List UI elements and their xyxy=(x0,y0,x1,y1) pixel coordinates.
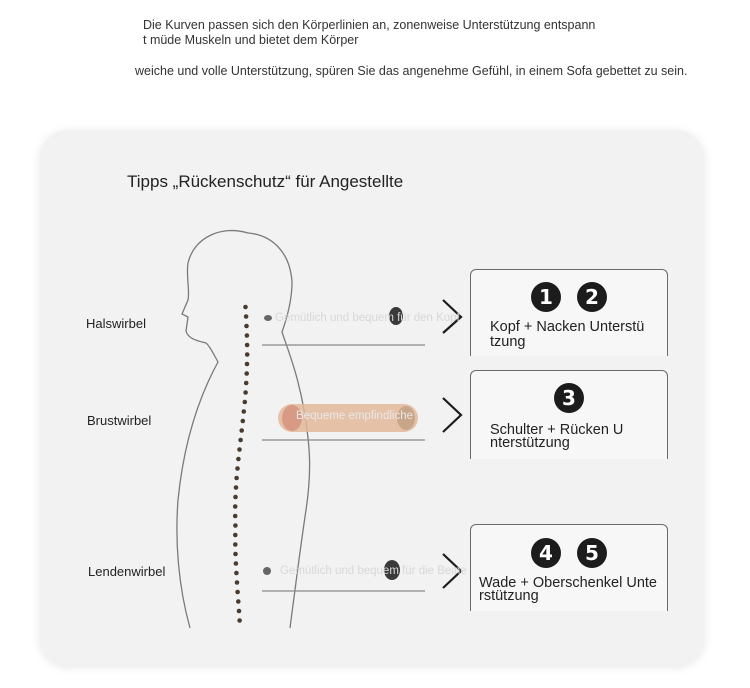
box-text-line2: nterstützung xyxy=(490,435,570,451)
leg-pillow-label: Gemütlich und bequem für die Beine xyxy=(280,565,467,577)
spine-dot xyxy=(235,589,240,595)
spine-dot xyxy=(243,314,249,319)
spine-dot xyxy=(233,551,238,557)
spine-dot xyxy=(239,428,244,433)
spine-dot xyxy=(244,352,250,357)
spine-dot xyxy=(244,323,249,329)
spine-dot xyxy=(244,371,249,376)
chest-pillow-cap-icon xyxy=(282,405,302,431)
leg-pillow-icon xyxy=(384,560,400,580)
spine-dot xyxy=(233,532,238,538)
spine-dot xyxy=(233,485,239,490)
spine-dot xyxy=(234,580,240,585)
spine-dot xyxy=(234,570,239,576)
info-box-chest: 3 Schulter + Rücken U nterstützung xyxy=(470,370,668,459)
number-badge: 1 xyxy=(531,282,561,312)
neck-pillow-icon xyxy=(264,315,272,321)
zone-label-neck: Halswirbel xyxy=(86,316,146,331)
number-badge: 5 xyxy=(577,538,607,568)
spine-dot xyxy=(233,494,238,500)
chest-pillow-icon xyxy=(278,404,418,432)
box-text-line1: Kopf + Nacken Unterstü xyxy=(490,319,645,335)
number-badge: 4 xyxy=(531,538,561,568)
spine-dot xyxy=(241,409,247,414)
back-silhouette xyxy=(247,232,311,629)
spine-dot xyxy=(244,342,250,348)
spine-dot xyxy=(234,475,239,481)
card-title: Tipps „Rückenschutz“ für Angestellte xyxy=(127,172,404,191)
spine-dot xyxy=(236,608,242,614)
spine-dot xyxy=(243,380,249,386)
spine-dot xyxy=(233,542,238,547)
spine-dot xyxy=(240,418,246,424)
spine-dot xyxy=(244,333,250,338)
spine-dot xyxy=(244,361,250,367)
spine-dot xyxy=(237,447,242,452)
spine-dot xyxy=(236,456,241,462)
number-badge: 3 xyxy=(554,383,584,413)
spine-dot xyxy=(242,399,248,405)
spine-dot xyxy=(233,523,238,528)
intro-line-3: weiche und volle Unterstützung, spüren S… xyxy=(135,64,688,78)
intro-line-1: Die Kurven passen sich den Körperlinien … xyxy=(143,18,596,32)
arrow-icon xyxy=(442,553,463,589)
spine-dot xyxy=(235,466,240,471)
arrow-icon xyxy=(442,299,463,334)
box-text-line1: Schulter + Rücken U xyxy=(490,422,624,438)
zone-label-chest: Brustwirbel xyxy=(87,413,152,428)
number-badge: 2 xyxy=(577,282,607,312)
spine-dot xyxy=(236,599,241,604)
spine-dot xyxy=(233,561,239,566)
box-text-line2: tzung xyxy=(490,334,526,350)
spine-dot xyxy=(237,618,242,623)
spine-dots xyxy=(232,304,250,623)
lumbar-pillow-icon xyxy=(263,567,271,575)
chest-pillow-label: Bequeme empfindliche xyxy=(296,410,413,422)
box-text-line1: Wade + Oberschenkel Unte xyxy=(479,575,657,591)
intro-line-2: t müde Muskeln und bietet dem Körper xyxy=(143,33,359,47)
zone-label-lumbar: Lendenwirbel xyxy=(88,564,166,579)
body-silhouette xyxy=(176,229,249,629)
spine-dot xyxy=(232,504,238,509)
neck-pillow-label: Gemütlich und bequem für den Kopf xyxy=(275,312,460,324)
head-pillow-icon xyxy=(389,307,403,325)
spine-dot xyxy=(238,437,243,443)
box-text-line2: rstützung xyxy=(479,588,539,604)
arrow-icon xyxy=(442,397,463,433)
spine-dot xyxy=(232,513,238,519)
chest-pillow-cap-icon xyxy=(397,406,415,430)
spine-dot xyxy=(243,304,248,310)
spine-dot xyxy=(243,390,248,395)
